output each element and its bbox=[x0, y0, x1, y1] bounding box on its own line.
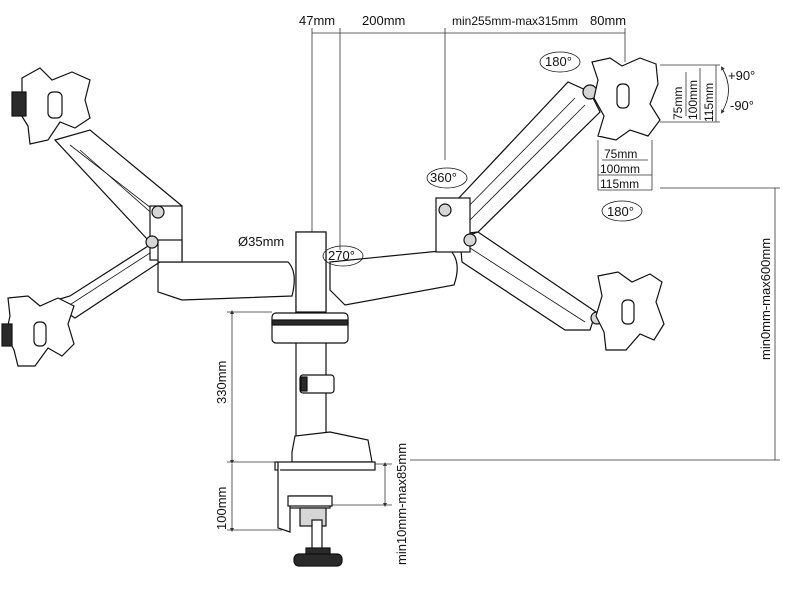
label-200mm: 200mm bbox=[362, 13, 405, 28]
dimension-lines bbox=[227, 28, 780, 532]
label-height-range: min0mm-max600mm bbox=[758, 238, 773, 360]
label-47mm: 47mm bbox=[299, 13, 335, 28]
label-clamp-height: 100mm bbox=[214, 487, 229, 530]
label-pole-diameter: Ø35mm bbox=[238, 234, 284, 249]
label-rotate-360: 360° bbox=[430, 170, 457, 185]
rotation-icons bbox=[322, 51, 729, 267]
right-arm-assembly bbox=[435, 57, 665, 351]
label-vesa-115-h: 115mm bbox=[702, 83, 716, 122]
label-tilt-plus: +90° bbox=[728, 68, 755, 83]
label-vesa-100-w: 100mm bbox=[600, 162, 640, 176]
label-rotate-180-top: 180° bbox=[545, 54, 572, 69]
label-arm-range: min255mm-max315mm bbox=[452, 14, 578, 28]
left-arm-assembly bbox=[1, 67, 183, 367]
label-80mm: 80mm bbox=[590, 13, 626, 28]
label-rotate-270: 270° bbox=[328, 248, 355, 263]
label-pole-height: 330mm bbox=[214, 361, 229, 404]
label-vesa-75-h: 75mm bbox=[671, 87, 685, 120]
rotation-labels: 180° 360° 180° 270° +90° -90° bbox=[328, 54, 755, 263]
label-tilt-minus: -90° bbox=[730, 98, 754, 113]
central-arms bbox=[157, 231, 458, 313]
label-vesa-115-w: 115mm bbox=[600, 177, 639, 191]
label-clamp-range: min10mm-max85mm bbox=[394, 443, 409, 565]
dimension-labels: 47mm 200mm min255mm-max315mm 80mm Ø35mm … bbox=[214, 13, 773, 565]
label-vesa-75-w: 75mm bbox=[604, 147, 637, 161]
label-vesa-100-h: 100mm bbox=[686, 80, 700, 120]
label-rotate-180-bottom: 180° bbox=[607, 204, 634, 219]
